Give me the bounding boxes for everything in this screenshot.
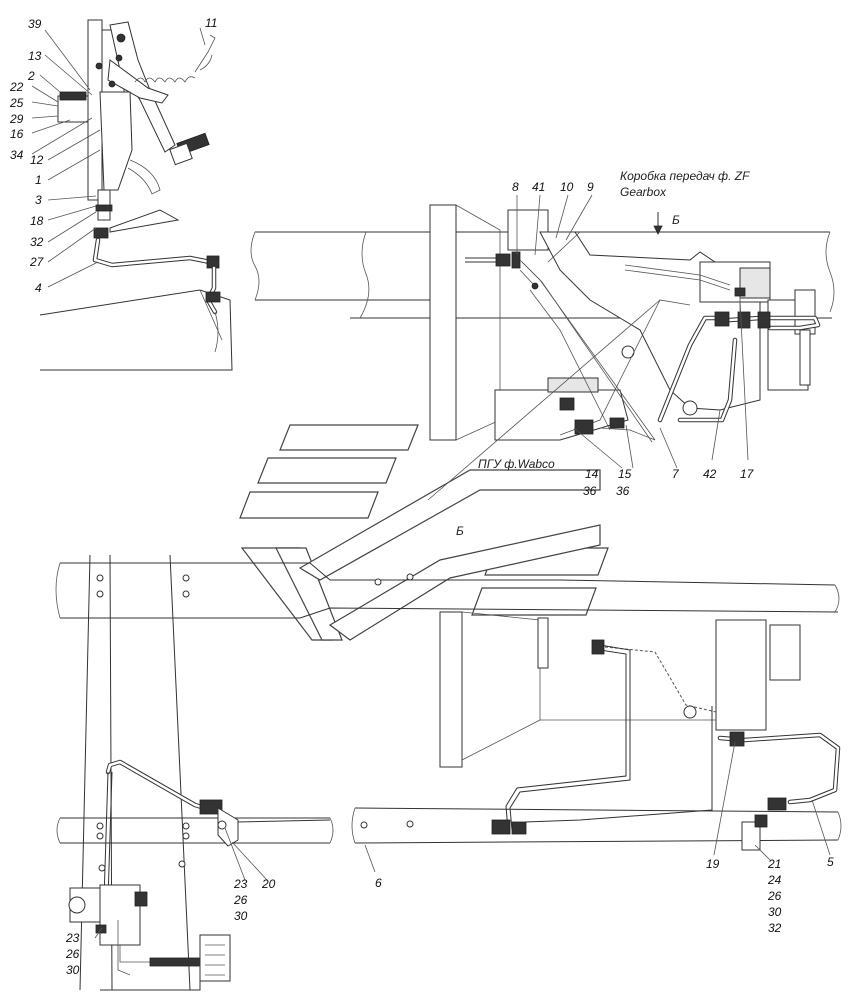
gearbox-caption-en: Gearbox <box>620 185 667 199</box>
pedal-assembly-top <box>57 19 216 239</box>
leader-lines <box>31 27 831 939</box>
callout-3: 3 <box>35 193 42 207</box>
callout-39: 39 <box>28 17 42 31</box>
pipes-bottom <box>491 639 841 851</box>
callout-11: 11 <box>205 16 217 30</box>
captions: Коробка передач ф. ZF Gearbox Б Б ПГУ ф.… <box>456 169 750 538</box>
callout-2: 2 <box>27 69 35 83</box>
callout-27: 27 <box>29 255 45 269</box>
callout-23-upper: 23 <box>233 877 248 891</box>
callout-20: 20 <box>261 877 276 891</box>
callout-17: 17 <box>740 467 755 481</box>
callout-22: 22 <box>9 80 24 94</box>
callout-26-right: 26 <box>767 889 782 903</box>
callout-8: 8 <box>512 180 519 194</box>
callout-25: 25 <box>9 96 24 110</box>
callout-32-top: 32 <box>30 235 44 249</box>
callout-36-left: 36 <box>583 484 597 498</box>
pedal-assembly-bottom <box>68 759 331 982</box>
callout-19: 19 <box>706 857 720 871</box>
callout-34: 34 <box>10 148 24 162</box>
callout-26-upper: 26 <box>233 893 248 907</box>
callout-18: 18 <box>30 214 44 228</box>
callout-29: 29 <box>9 112 24 126</box>
callout-30-right: 30 <box>768 905 782 919</box>
callout-30-lower: 30 <box>66 963 80 977</box>
callout-4: 4 <box>35 281 42 295</box>
callout-21: 21 <box>767 857 781 871</box>
view-arrow-b <box>653 212 663 235</box>
callout-6: 6 <box>375 876 382 890</box>
callout-numbers: 39 13 2 22 25 29 16 34 12 1 3 18 32 27 4… <box>9 16 834 977</box>
callout-13: 13 <box>28 49 42 63</box>
gearbox-caption-ru: Коробка передач ф. ZF <box>620 169 750 183</box>
pipes-top <box>427 231 821 501</box>
frame-rail-bottom <box>55 554 842 991</box>
callout-36-right: 36 <box>616 484 630 498</box>
watermark <box>239 424 609 641</box>
callout-23-lower: 23 <box>65 931 80 945</box>
callout-15: 15 <box>618 467 632 481</box>
pgu-caption: ПГУ ф.Wabco <box>478 457 555 471</box>
callout-24: 24 <box>767 873 782 887</box>
callout-16: 16 <box>10 127 24 141</box>
callout-12: 12 <box>30 153 44 167</box>
callout-5: 5 <box>827 855 834 869</box>
callout-26-lower: 26 <box>65 947 80 961</box>
callout-10: 10 <box>560 180 574 194</box>
callout-1: 1 <box>35 173 42 187</box>
callout-14: 14 <box>585 467 599 481</box>
callout-9: 9 <box>587 180 594 194</box>
callout-42: 42 <box>703 467 717 481</box>
view-arrow-letter: Б <box>672 213 680 227</box>
pipe-4 <box>39 237 233 371</box>
callout-30-upper: 30 <box>234 909 248 923</box>
callout-7: 7 <box>672 467 680 481</box>
view-letter-b: Б <box>456 524 464 538</box>
callout-41: 41 <box>532 180 545 194</box>
callout-32-right: 32 <box>768 921 782 935</box>
